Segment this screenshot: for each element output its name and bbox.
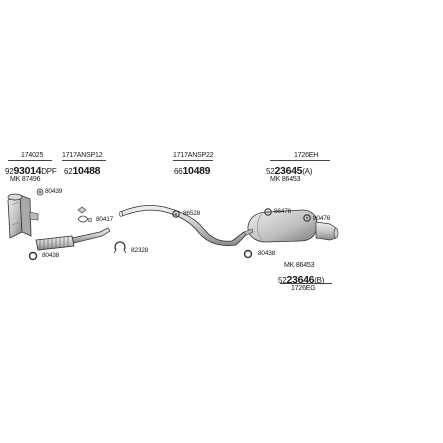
flex-pipe-part [35,227,111,251]
group3-code: 1717ANSP22 [173,152,214,159]
part-ref-80438-right: 80438 [258,250,276,257]
group3-part-main: 10489 [182,165,211,177]
group4-part-prefix: 52 [266,167,275,176]
group1-mk: MK 87496 [10,176,41,183]
group5-rule [280,283,332,284]
group3-part-number: 6610489 [174,162,210,178]
part-ref-80439: 80439 [45,188,63,195]
group1-code: 174025 [21,152,44,159]
part-ref-80476: 80476 [313,215,331,222]
ring-80438-right-part [243,249,253,259]
hanger-80417-part [77,206,93,223]
group4-rule [270,160,330,161]
group2-part-main: 10488 [72,165,101,177]
group1-part-suffix: DPF [41,167,57,176]
group5-part-prefix: 52 [278,276,287,285]
hanger-80476-part [303,214,311,222]
group4-part-number: 5223645(A) [266,162,312,178]
group5-mk: MK 86453 [284,262,315,269]
group1-part-number: 9293014DPF [5,162,57,178]
part-ref-80417: 80417 [96,216,114,223]
group5-part-number: 5223646(B) [278,271,324,287]
group5-part-suffix: (B) [314,276,325,285]
group1-rule [8,160,52,161]
hanger-86528-part [172,210,180,218]
group3-part-prefix: 66 [174,167,183,176]
group2-code: 1717ANSP12 [62,152,103,159]
clamp-80439-part [36,188,44,196]
group4-part-suffix: (A) [302,167,313,176]
group4-mk: MK 86453 [270,176,301,183]
particulate-filter-part [7,193,39,239]
part-ref-80438-left: 80438 [42,252,60,259]
part-ref-86528: 86528 [183,210,201,217]
group5-part-main: 23646 [286,274,315,286]
part-ref-86476: 86476 [274,208,292,215]
rear-silencer-part [243,209,339,243]
group2-rule [62,160,106,161]
group1-part-prefix: 92 [5,167,14,176]
group2-part-prefix: 62 [64,167,73,176]
group4-part-main: 23645 [274,165,303,177]
hanger-86476-part [264,208,272,216]
ring-80438-left-part [28,251,38,261]
group3-rule [173,160,213,161]
clamp-82328-part [113,241,127,254]
group5-code: 1726EG [291,285,316,292]
group4-code: 1726EH [294,152,319,159]
group1-part-main: 93014 [13,165,42,177]
group2-part-number: 6210488 [64,162,100,178]
part-ref-82328: 82328 [131,247,149,254]
